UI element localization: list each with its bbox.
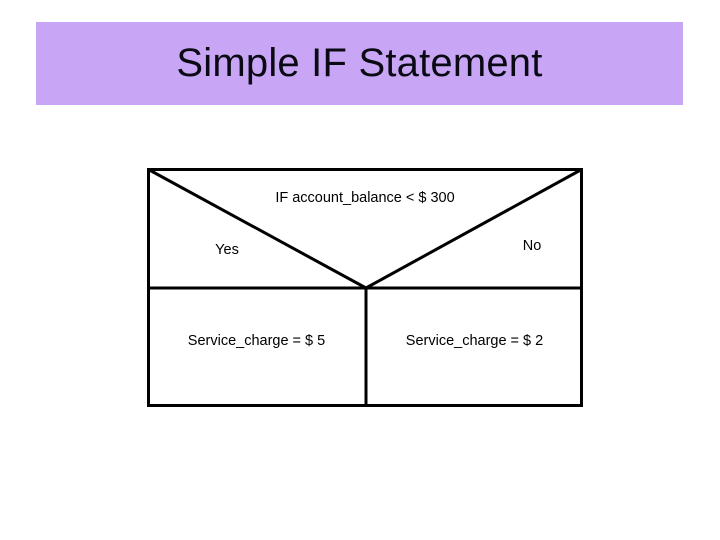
page-title: Simple IF Statement [176, 41, 543, 85]
branch-statement-yes: Service_charge = $ 5 [187, 333, 326, 349]
title-banner: Simple IF Statement [36, 22, 683, 105]
branch-statement-no: Service_charge = $ 2 [405, 333, 544, 349]
if-statement-structogram: IF account_balance < $ 300 Yes No Servic… [147, 168, 583, 407]
decision-diagonal-right [365, 168, 583, 290]
structogram-shapes [147, 168, 583, 407]
branch-label-yes: Yes [215, 242, 239, 258]
branch-label-no: No [522, 238, 542, 254]
condition-text: IF account_balance < $ 300 [275, 190, 455, 206]
decision-diagonal-left [147, 168, 367, 290]
